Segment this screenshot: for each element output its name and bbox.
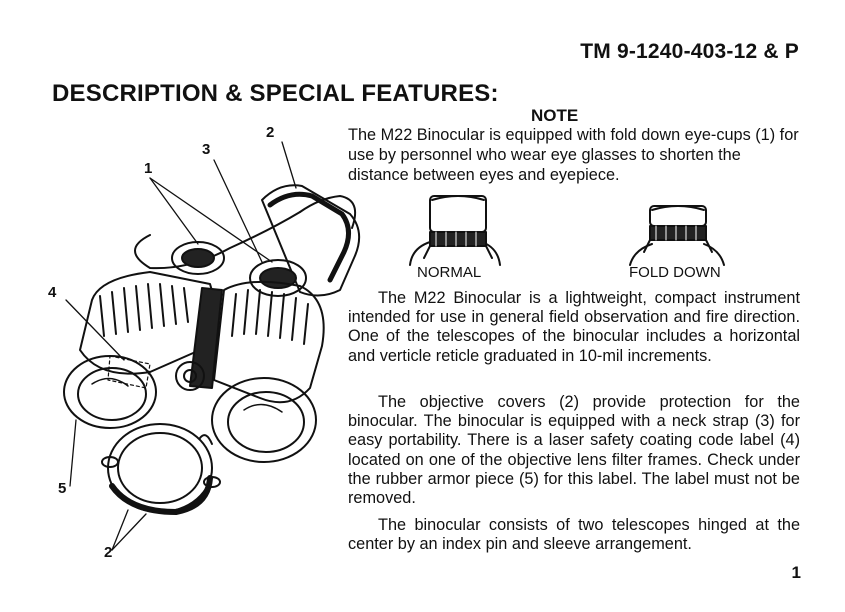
callout-5: 5 [58,480,67,497]
caption-normal: NORMAL [417,264,482,281]
callout-leaders [65,141,297,551]
paragraph-construction: The binocular consists of two telescopes… [348,516,800,554]
note-heading: NOTE [531,106,579,125]
paragraph-covers-strap-label: The objective covers (2) provide protect… [348,393,800,508]
tm-number: TM 9-1240-403-12 & P [580,40,799,63]
binocular-drawing [63,184,361,515]
note-text: The M22 Binocular is equipped with fold … [348,126,799,184]
callout-1: 1 [144,160,153,177]
callout-4: 4 [48,284,57,301]
page-title: DESCRIPTION & SPECIAL FEATURES: [52,80,499,107]
eyecup-normal-figure [409,195,501,266]
paragraph-description: The M22 Binocular is a lightweight, comp… [348,289,800,365]
callout-2-bottom: 2 [104,544,113,561]
caption-fold-down: FOLD DOWN [629,264,721,281]
callout-3: 3 [202,141,211,158]
callout-2-top: 2 [266,124,275,141]
page-number: 1 [791,563,801,582]
eyecup-fold-down-figure [629,205,725,266]
